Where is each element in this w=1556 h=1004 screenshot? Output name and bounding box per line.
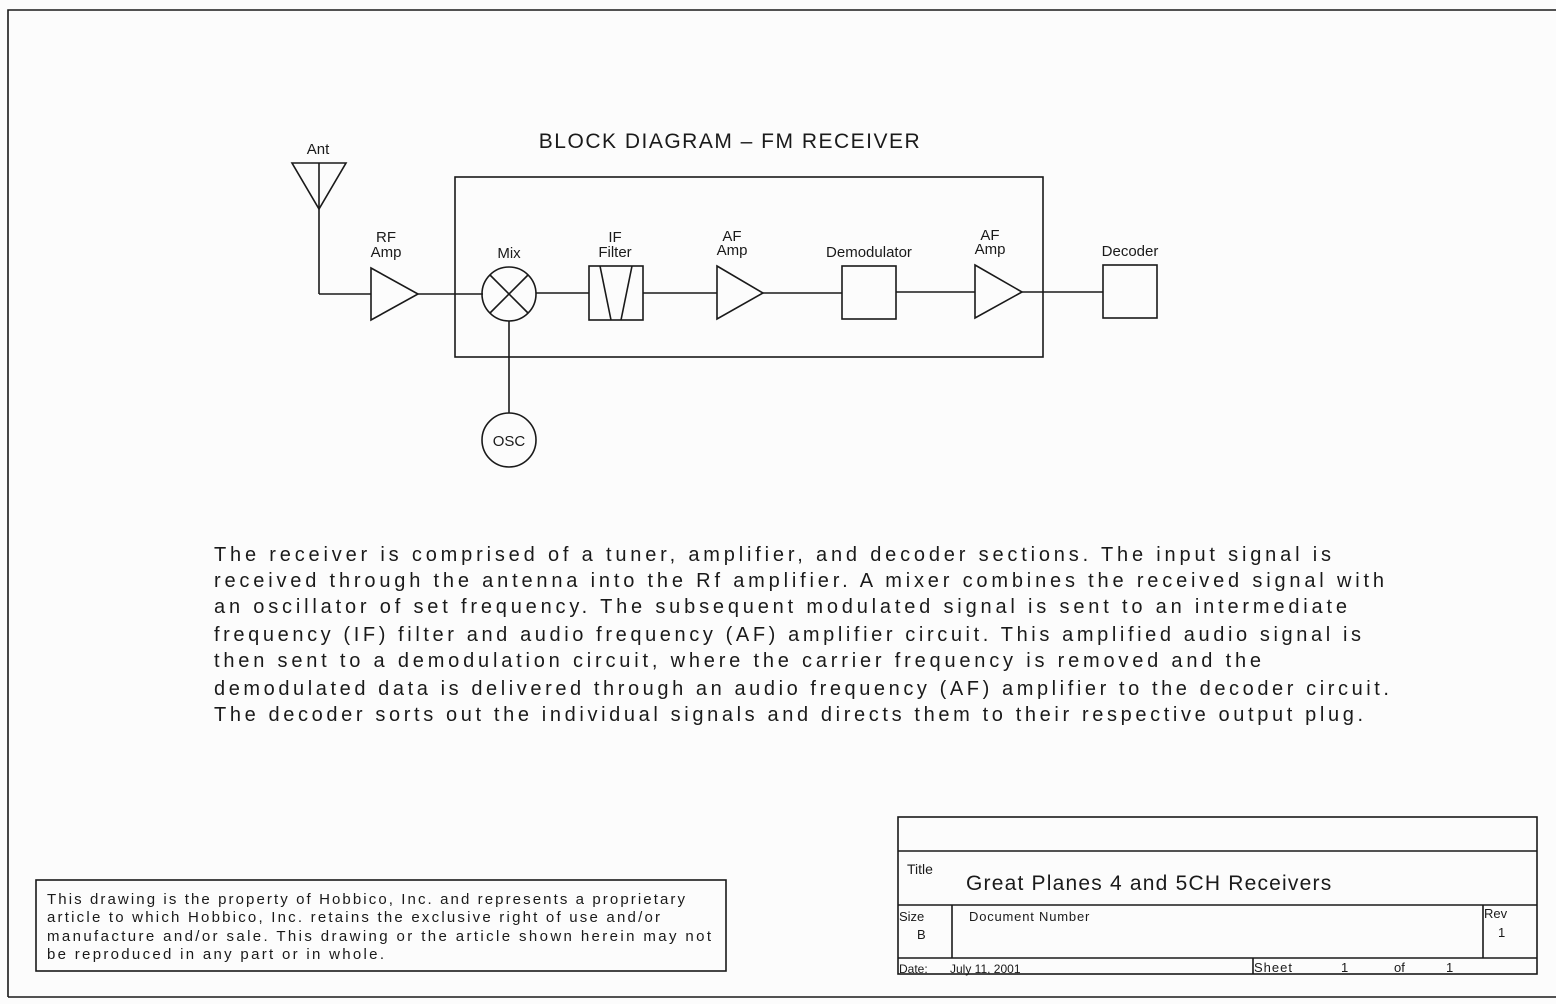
if-filter-label-1: IF	[608, 229, 621, 246]
of-label: of	[1394, 960, 1405, 975]
description-paragraph: The receiver is comprised of a tuner, am…	[214, 544, 1390, 726]
document-number-label: Document Number	[969, 909, 1090, 924]
diagram-title: BLOCK DIAGRAM – FM RECEIVER	[539, 130, 921, 153]
description-line: received through the antenna into the Rf…	[214, 570, 1385, 592]
demodulator-label: Demodulator	[826, 244, 912, 261]
title-block: Title Great Planes 4 and 5CH Receivers S…	[897, 816, 1538, 976]
demodulator-block	[841, 265, 897, 320]
notice-line: article to which Hobbico, Inc. retains t…	[47, 909, 660, 926]
sheet-border	[7, 9, 1556, 997]
description-line: frequency (IF) filter and audio frequenc…	[214, 624, 1362, 646]
notice-line: This drawing is the property of Hobbico,…	[47, 891, 686, 908]
title-label: Title	[907, 861, 933, 877]
description-line: an oscillator of set frequency. The subs…	[214, 596, 1348, 618]
proprietary-notice-box	[35, 879, 727, 972]
sheet-number: 1	[1341, 960, 1348, 975]
af-amp-1-triangle-icon	[716, 264, 765, 321]
rev-value: 1	[1498, 925, 1505, 940]
af-amp-1-label-2: Amp	[717, 242, 748, 259]
description-line: The decoder sorts out the individual sig…	[214, 704, 1364, 726]
if-filter-label-2: Filter	[598, 244, 631, 261]
mixer-icon	[481, 266, 537, 322]
af-amp-2-label-1: AF	[980, 227, 999, 244]
decoder-label: Decoder	[1102, 243, 1159, 260]
af-amp-2-triangle-icon	[974, 263, 1024, 320]
description-line: demodulated data is delivered through an…	[214, 678, 1390, 700]
antenna-icon	[290, 162, 371, 295]
notice-line: be reproduced in any part or in whole.	[47, 946, 384, 963]
drawing-title: Great Planes 4 and 5CH Receivers	[966, 872, 1332, 895]
date-label: Date:	[899, 962, 928, 976]
sheet-total: 1	[1446, 960, 1453, 975]
mixer-label: Mix	[497, 245, 521, 262]
rf-amp-label-1: RF	[376, 229, 396, 246]
tuner-enclosure	[454, 176, 1044, 358]
oscillator-label: OSC	[493, 433, 526, 450]
rf-amp-label-2: Amp	[371, 244, 402, 261]
notice-line: manufacture and/or sale. This drawing or…	[47, 928, 712, 945]
af-amp-2-label-2: Amp	[975, 241, 1006, 258]
description-line: The receiver is comprised of a tuner, am…	[214, 544, 1332, 566]
if-filter-icon	[588, 265, 644, 321]
af-amp-1-label-1: AF	[722, 228, 741, 245]
decoder-block	[1102, 264, 1158, 319]
description-line: then sent to a demodulation circuit, whe…	[214, 650, 1262, 672]
sheet-label: Sheet	[1254, 960, 1293, 975]
size-label: Size	[899, 909, 924, 924]
rf-amp-triangle-icon	[370, 266, 420, 322]
size-value: B	[917, 927, 926, 942]
oscillator-icon	[481, 412, 537, 468]
antenna-label: Ant	[307, 141, 330, 158]
date-value: July 11, 2001	[950, 962, 1021, 976]
rev-label: Rev	[1484, 906, 1508, 921]
